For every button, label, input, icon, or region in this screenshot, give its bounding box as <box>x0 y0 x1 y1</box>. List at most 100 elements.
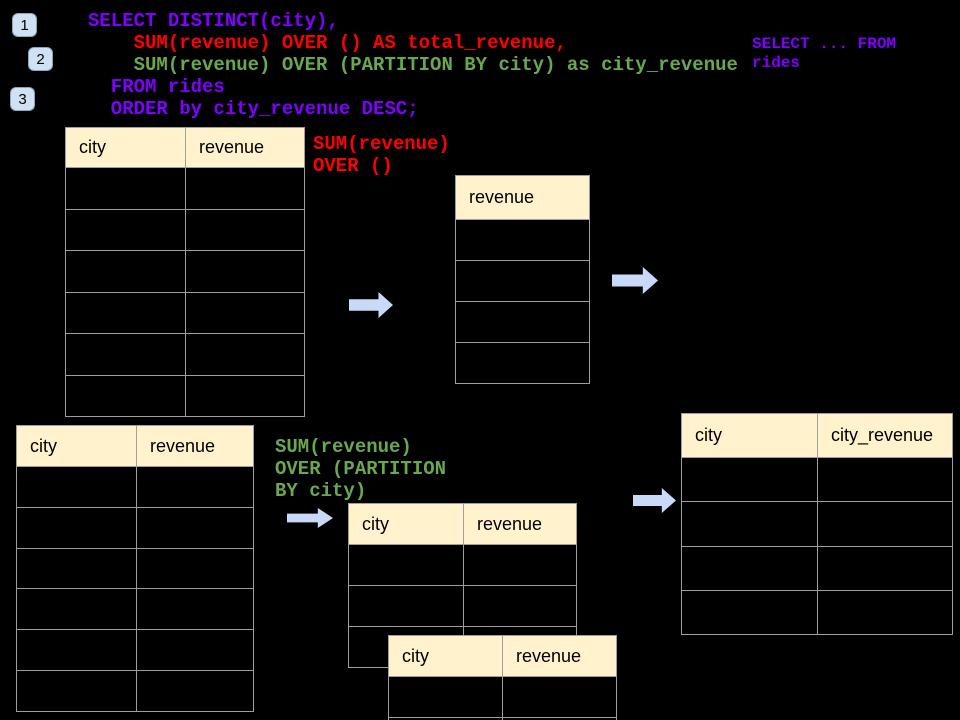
side-note-line-1: SELECT ... FROM <box>752 35 897 53</box>
side-note-line-2: rides <box>752 54 801 72</box>
table-row <box>349 585 576 626</box>
table-total-revenue-result: revenue <box>455 175 590 384</box>
sql-code-line-2: SUM(revenue) OVER () AS total_revenue, <box>88 32 567 54</box>
column-header-revenue: revenue <box>503 636 616 676</box>
step-badge-2-label: 2 <box>36 50 45 68</box>
empty-cell <box>456 343 589 383</box>
sum-over-label: SUM(revenue)OVER () <box>313 133 450 177</box>
empty-cell <box>17 589 137 630</box>
column-header-city_revenue: city_revenue <box>818 414 952 457</box>
step-badge-3: 3 <box>10 87 35 111</box>
empty-cell <box>17 467 137 507</box>
empty-cell <box>682 590 818 634</box>
table-row <box>682 589 952 634</box>
table-row <box>349 544 576 585</box>
table-row <box>456 260 589 301</box>
empty-cell <box>137 589 253 629</box>
empty-cell <box>17 671 137 711</box>
table-row <box>17 629 253 671</box>
sum-over-partition-label-line-1: SUM(revenue) <box>275 436 412 458</box>
empty-cell <box>682 546 818 590</box>
sum-over-label-line-1: SUM(revenue) <box>313 133 450 155</box>
empty-cell <box>818 502 952 545</box>
sql-code-line-4: FROM rides <box>88 76 225 98</box>
empty-cell <box>137 467 253 507</box>
arrow-partition-right-icon <box>287 508 333 528</box>
sum-over-partition-label-line-3: BY city) <box>275 480 367 502</box>
empty-cell <box>682 458 818 502</box>
table-row <box>66 374 304 417</box>
empty-cell <box>66 375 186 416</box>
empty-cell <box>17 507 137 548</box>
table-total-revenue-result-header: revenue <box>456 176 589 219</box>
column-header-revenue: revenue <box>464 504 576 544</box>
column-header-revenue: revenue <box>137 426 253 466</box>
table-row <box>389 676 616 717</box>
table-row <box>66 250 304 292</box>
sql-code-line-1: SELECT DISTINCT(city), <box>88 10 339 32</box>
empty-cell <box>186 251 304 292</box>
empty-cell <box>17 630 137 671</box>
step-badge-1: 1 <box>12 13 37 37</box>
step-badge-1-label: 1 <box>20 16 29 34</box>
empty-cell <box>186 334 304 375</box>
empty-cell <box>464 545 576 585</box>
empty-cell <box>186 168 304 209</box>
empty-cell <box>389 717 503 720</box>
table-row <box>66 167 304 209</box>
empty-cell <box>349 545 464 585</box>
column-header-city: city <box>349 504 464 544</box>
arrow-total-result-right-icon <box>612 267 658 294</box>
empty-cell <box>389 677 503 717</box>
table-row <box>66 291 304 334</box>
table-row <box>682 457 952 502</box>
table-row <box>456 301 589 342</box>
empty-cell <box>682 502 818 546</box>
table-row <box>17 547 253 589</box>
empty-cell <box>186 376 304 417</box>
empty-cell <box>137 549 253 589</box>
empty-cell <box>818 547 952 590</box>
empty-cell <box>464 586 576 626</box>
empty-cell <box>456 302 589 342</box>
column-header-city: city <box>17 426 137 466</box>
sum-over-partition-label-line-2: OVER (PARTITION <box>275 458 447 480</box>
empty-cell <box>66 209 186 250</box>
table-row <box>456 219 589 260</box>
column-header-city: city <box>66 128 186 167</box>
empty-cell <box>137 630 253 670</box>
empty-cell <box>186 293 304 334</box>
column-header-city: city <box>389 636 503 676</box>
step-badge-2: 2 <box>28 47 53 71</box>
table-row <box>682 501 952 546</box>
column-header-city: city <box>682 414 818 457</box>
arrow-partition-result-right-icon <box>633 488 676 513</box>
column-header-revenue: revenue <box>456 176 589 219</box>
table-row <box>66 333 304 375</box>
sql-code-line-3: SUM(revenue) OVER (PARTITION BY city) as… <box>88 54 738 76</box>
empty-cell <box>186 210 304 251</box>
empty-cell <box>818 591 952 634</box>
table-row <box>682 545 952 590</box>
sql-code-line-5: ORDER by city_revenue DESC; <box>88 98 419 120</box>
step-badge-3-label: 3 <box>18 90 27 108</box>
empty-cell <box>137 671 253 711</box>
column-header-revenue: revenue <box>186 128 304 167</box>
table-row <box>17 670 253 711</box>
table-row <box>17 588 253 630</box>
empty-cell <box>66 251 186 292</box>
table-row <box>66 208 304 251</box>
sql-query-code: SELECT DISTINCT(city), SUM(revenue) OVER… <box>88 10 738 120</box>
empty-cell <box>503 677 616 717</box>
table-row <box>17 466 253 507</box>
